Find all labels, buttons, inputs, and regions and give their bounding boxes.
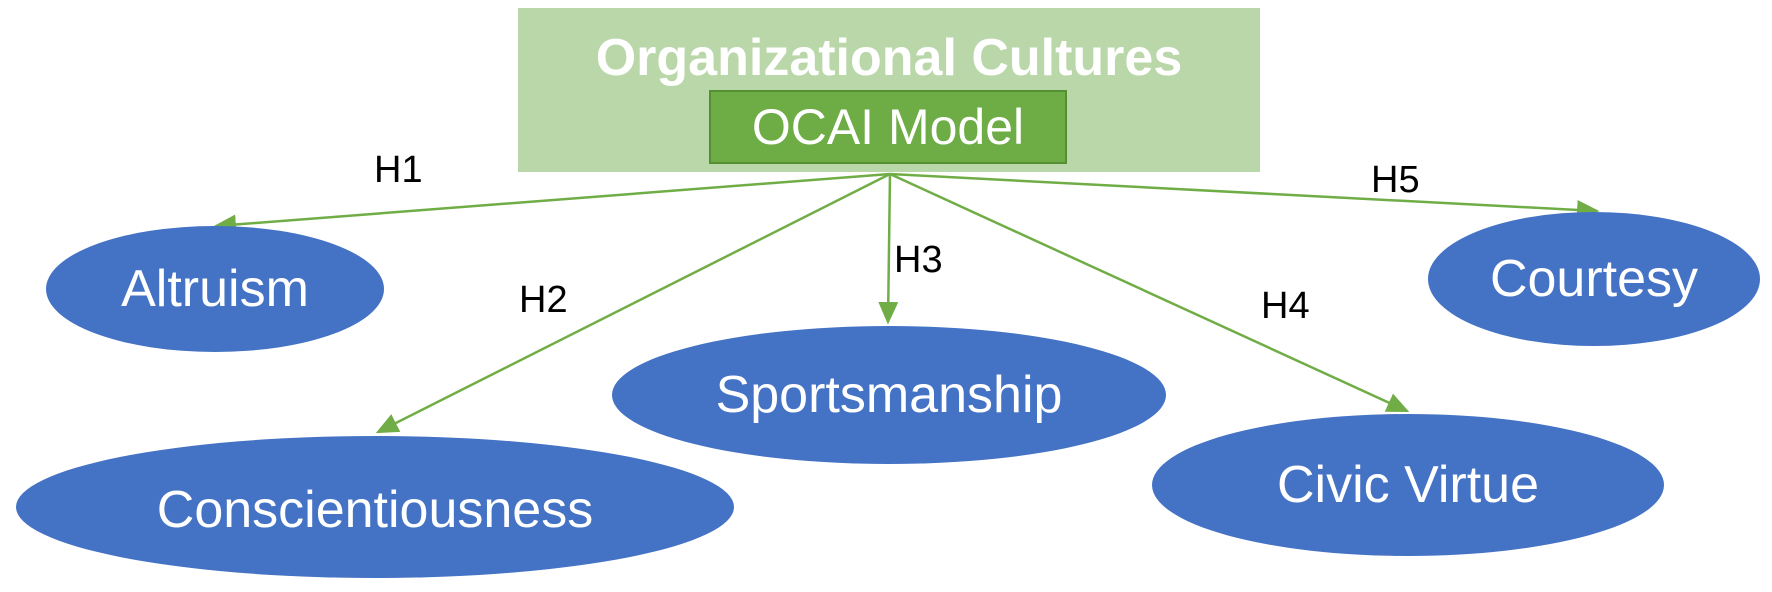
arrow-h1: [213, 172, 891, 235]
arrow-h5: [889, 172, 1600, 220]
source-title: Organizational Cultures: [595, 29, 1183, 87]
node-conscientiousness: Conscientiousness: [16, 436, 734, 578]
label-h4: H4: [1261, 285, 1310, 327]
label-h1: H1: [374, 149, 423, 191]
node-label: Courtesy: [1489, 250, 1699, 308]
node-courtesy: Courtesy: [1428, 212, 1760, 346]
ocai-model-box: OCAI Model: [709, 90, 1067, 164]
arrow-h2: [375, 172, 891, 434]
label-h5: H5: [1371, 159, 1420, 201]
node-sportsmanship: Sportsmanship: [612, 326, 1166, 464]
organizational-cultures-box: Organizational Cultures OCAI Model: [518, 8, 1260, 172]
label-h2: H2: [519, 279, 568, 321]
node-label: Conscientiousness: [156, 481, 594, 539]
node-label: Civic Virtue: [1276, 456, 1539, 514]
node-altruism: Altruism: [46, 226, 384, 352]
arrow-h4: [889, 172, 1410, 413]
node-label: Altruism: [121, 260, 309, 318]
label-h3: H3: [894, 239, 943, 281]
node-label: Sportsmanship: [715, 366, 1063, 424]
arrow-h3: [878, 173, 899, 325]
node-civic-virtue: Civic Virtue: [1152, 414, 1664, 556]
